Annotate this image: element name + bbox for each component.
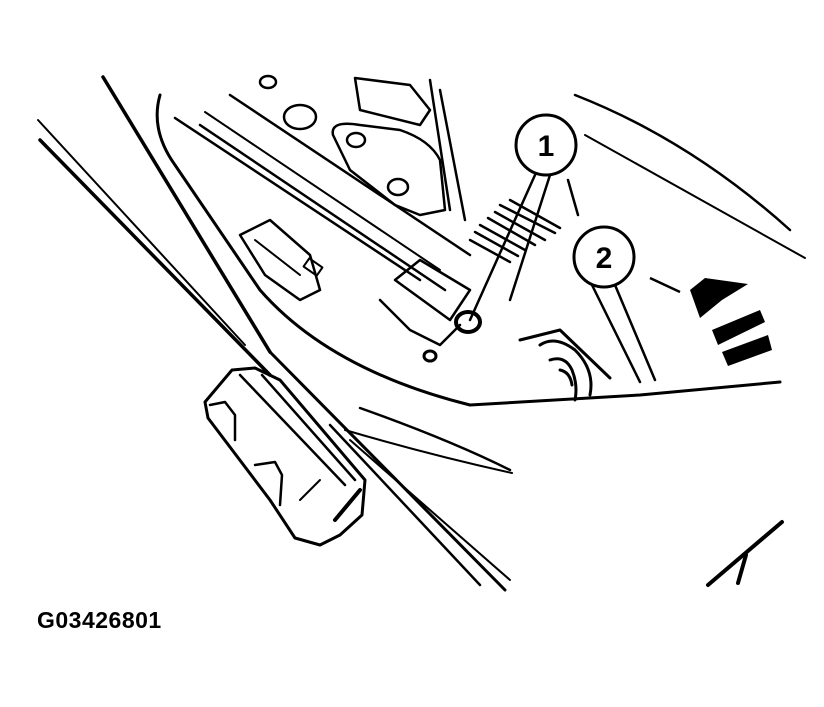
side-clip bbox=[238, 218, 324, 302]
callout-2 bbox=[572, 225, 636, 289]
callout-1 bbox=[514, 113, 578, 177]
callout-2-number: 2 bbox=[596, 242, 613, 275]
slide-bar-assembly bbox=[173, 93, 472, 347]
figure-id-label: G03426801 bbox=[37, 607, 162, 633]
connector-housing bbox=[203, 366, 367, 547]
long-rail-lines bbox=[37, 75, 511, 592]
direction-arrow-icon bbox=[649, 276, 772, 366]
coil-spring bbox=[518, 328, 612, 402]
mounting-bracket bbox=[258, 74, 467, 222]
callout-1-number: 1 bbox=[538, 130, 555, 163]
callout-leader-lines bbox=[468, 173, 657, 384]
target-bolt bbox=[422, 310, 482, 363]
bottom-right-hook bbox=[706, 520, 784, 587]
housing-outline bbox=[155, 93, 806, 474]
ribbed-fastener bbox=[468, 198, 562, 264]
